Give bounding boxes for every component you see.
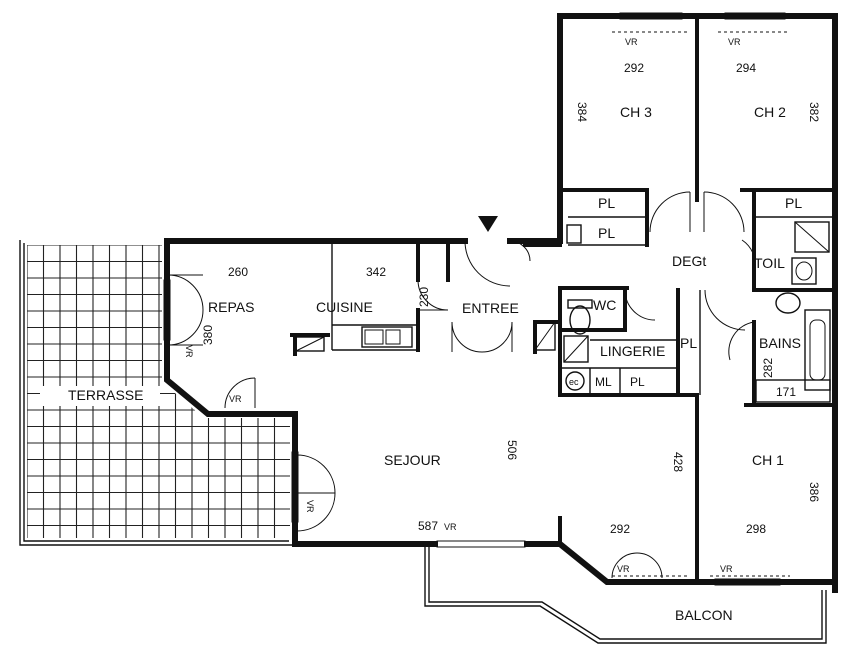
label-sejour: SEJOUR	[384, 452, 441, 468]
label-balcon: BALCON	[675, 607, 733, 623]
vr-repas: VR	[184, 345, 194, 358]
dim-bed3-w: 292	[610, 522, 630, 536]
label-pl-ch3-a: PL	[598, 195, 615, 211]
label-terrasse: TERRASSE	[68, 387, 143, 403]
terrasse-tiles	[27, 245, 290, 538]
windows	[163, 12, 790, 586]
vr-sejour-2: VR	[444, 522, 457, 532]
dim-bed3-h: 428	[671, 452, 685, 472]
dim-ch1-w: 298	[746, 522, 766, 536]
fixtures	[295, 216, 831, 403]
dim-sejour-w: 587	[418, 519, 438, 533]
dim-ch3-w: 292	[624, 61, 644, 75]
storage-labels: PL PL PL PL PL ML ec	[569, 195, 802, 389]
doors	[167, 191, 756, 579]
vr-sejour: VR	[305, 500, 315, 513]
label-pl-ch3-b: PL	[598, 225, 615, 241]
dim-ch2-w: 294	[736, 61, 756, 75]
label-ch1: CH 1	[752, 452, 784, 468]
label-repas: REPAS	[208, 299, 254, 315]
dim-cuisine-w: 342	[366, 265, 386, 279]
room-labels: TERRASSE REPAS CUISINE ENTREE SEJOUR CH …	[68, 104, 801, 623]
vr-ch3: VR	[625, 37, 638, 47]
label-ch3: CH 3	[620, 104, 652, 120]
label-lingerie: LINGERIE	[600, 343, 665, 359]
dim-cuisine-h: 230	[417, 287, 431, 307]
label-deg: DEGt	[672, 253, 706, 269]
label-ec: ec	[569, 377, 579, 387]
dim-repas-h: 380	[201, 325, 215, 345]
vr-ch1-a: VR	[617, 564, 630, 574]
dim-ch2-h: 382	[807, 102, 821, 122]
dim-bains-h: 282	[761, 358, 775, 378]
label-pl-lingerie: PL	[630, 375, 645, 389]
dim-ch3-h: 384	[575, 102, 589, 122]
dim-bains-w: 171	[776, 385, 796, 399]
balcon-outline	[424, 547, 827, 644]
label-pl-deg: PL	[680, 335, 697, 351]
label-wc: WC	[593, 297, 616, 313]
dim-sejour-h: 506	[505, 440, 519, 460]
label-pl-ch2: PL	[785, 195, 802, 211]
dim-ch1-h: 386	[807, 482, 821, 502]
label-entree: ENTREE	[462, 300, 519, 316]
vr-ch2: VR	[728, 37, 741, 47]
terrasse-area	[19, 240, 293, 546]
vr-ch1-b: VR	[720, 564, 733, 574]
vr-marks: VR VR VR VR VR VR VR VR	[184, 37, 741, 574]
label-ch2: CH 2	[754, 104, 786, 120]
dim-repas-w: 260	[228, 265, 248, 279]
label-cuisine: CUISINE	[316, 299, 373, 315]
vr-repas-2: VR	[229, 394, 242, 404]
label-toil: TOIL	[754, 255, 785, 271]
label-bains: BAINS	[759, 335, 801, 351]
label-ml: ML	[595, 375, 612, 389]
dimension-labels: 260 380 342 230 506 587 292 384 294 382 …	[201, 61, 821, 536]
